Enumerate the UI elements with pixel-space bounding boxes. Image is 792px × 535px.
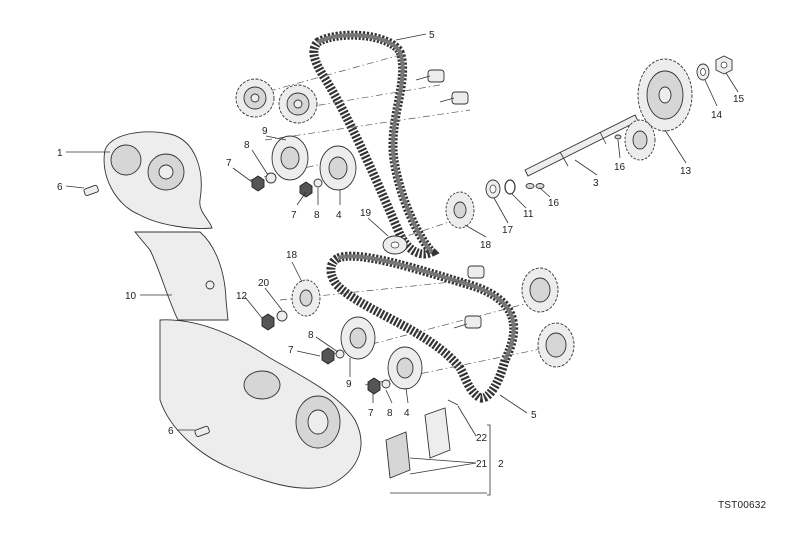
callout-21: 21 <box>476 459 488 470</box>
callout-18-upper: 18 <box>480 240 492 251</box>
upper-nuts-washers <box>251 172 323 198</box>
callout-6-lower: 6 <box>168 426 174 437</box>
upper-idler-pulley <box>319 145 357 191</box>
callout-9-upper: 9 <box>262 126 268 137</box>
callout-12: 12 <box>236 291 248 302</box>
lower-tensioner-pulley <box>340 316 376 360</box>
small-drive-gear <box>624 119 656 161</box>
callout-7-upper-right: 7 <box>291 210 297 221</box>
lower-camshaft-pulley-bottom <box>537 322 575 368</box>
callout-17: 17 <box>502 225 514 236</box>
callout-15: 15 <box>733 94 745 105</box>
shaft-keys <box>525 134 622 189</box>
lower-bolts <box>453 265 485 329</box>
callout-19: 19 <box>360 208 372 219</box>
callout-4-lower: 4 <box>404 408 410 419</box>
callout-2: 2 <box>498 459 504 470</box>
callout-3: 3 <box>593 178 599 189</box>
callout-7-upper-left: 7 <box>226 158 232 169</box>
lower-camshaft-pulley-top <box>521 267 559 313</box>
diagram-code: TST00632 <box>718 500 767 511</box>
lower-timing-cover <box>159 319 362 489</box>
shaft-spacer-and-circlip <box>485 179 516 199</box>
gear-nut <box>715 55 733 75</box>
callout-20: 20 <box>258 278 270 289</box>
gear-washer <box>696 63 710 81</box>
callout-8-upper-left: 8 <box>244 140 250 151</box>
callout-9-lower: 9 <box>346 379 352 390</box>
callout-16-lower: 16 <box>548 198 560 209</box>
callout-7-lower-left: 7 <box>288 345 294 356</box>
cover-screws <box>83 184 210 438</box>
callout-13: 13 <box>680 166 692 177</box>
middle-timing-cover <box>134 231 229 321</box>
belt-guide-washer <box>382 235 408 255</box>
callout-7-lower-right: 7 <box>368 408 374 419</box>
callout-8-lower-left: 8 <box>308 330 314 341</box>
callout-14: 14 <box>711 110 723 121</box>
callout-22: 22 <box>476 433 488 444</box>
upper-tensioner-pulley <box>271 135 309 181</box>
upper-drive-pulley <box>445 191 475 229</box>
callout-5-lower: 5 <box>531 410 537 421</box>
upper-camshaft-pulley-right <box>278 84 318 124</box>
lower-left-nut-washer <box>261 310 288 331</box>
lower-idler-pulley <box>387 346 423 390</box>
callout-5-upper: 5 <box>429 30 435 41</box>
callout-11: 11 <box>523 209 534 220</box>
leader-lines <box>65 33 739 496</box>
callout-10: 10 <box>125 291 137 302</box>
upper-bolts <box>415 69 469 105</box>
lower-drive-pulley <box>291 279 321 317</box>
lower-nuts-washers <box>321 347 391 395</box>
callout-8-upper-right: 8 <box>314 210 320 221</box>
upper-camshaft-pulley-left <box>235 78 275 118</box>
callout-16-upper: 16 <box>614 162 626 173</box>
callout-18-lower: 18 <box>286 250 298 261</box>
callout-6-upper: 6 <box>57 182 63 193</box>
callout-1: 1 <box>57 148 63 159</box>
cover-brackets <box>385 399 459 479</box>
upper-timing-belt <box>309 30 440 259</box>
large-drive-gear <box>637 58 693 132</box>
callout-8-lower-right: 8 <box>387 408 393 419</box>
upper-timing-cover <box>103 131 213 229</box>
callout-4-upper: 4 <box>336 210 342 221</box>
callout-labels: 1 6 10 6 5 5 7 8 9 7 8 4 19 3 13 14 15 1… <box>57 30 745 470</box>
